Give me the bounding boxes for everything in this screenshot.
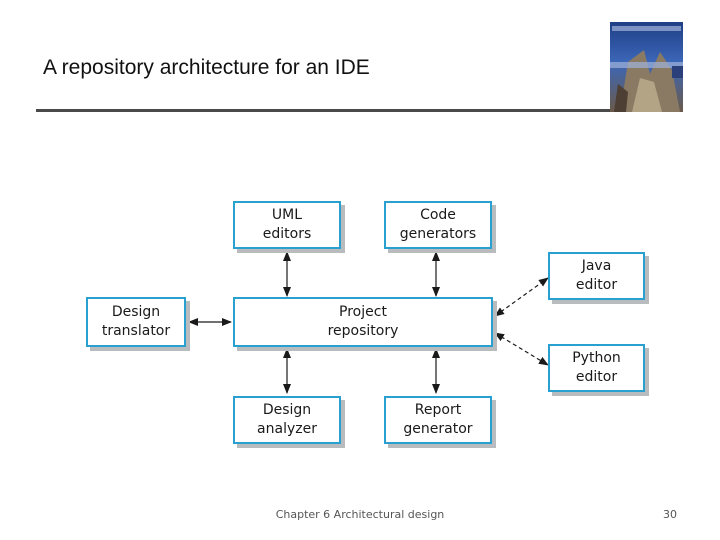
project-repository-box: Project repository <box>233 297 493 347</box>
book-cover-image <box>610 22 683 112</box>
arrow-repository-java <box>494 277 549 317</box>
design-translator-box: Design translator <box>86 297 186 347</box>
uml-editors-box: UML editors <box>233 201 341 249</box>
title-divider <box>36 109 610 112</box>
slide-title: A repository architecture for an IDE <box>43 56 370 79</box>
design-analyzer-box: Design analyzer <box>233 396 341 444</box>
page-number: 30 <box>663 508 677 521</box>
arrow-repository-python <box>494 332 549 366</box>
report-generator-box: Report generator <box>384 396 492 444</box>
java-editor-box: Java editor <box>548 252 645 300</box>
python-editor-box: Python editor <box>548 344 645 392</box>
footer-chapter: Chapter 6 Architectural design <box>275 508 445 521</box>
code-generators-box: Code generators <box>384 201 492 249</box>
